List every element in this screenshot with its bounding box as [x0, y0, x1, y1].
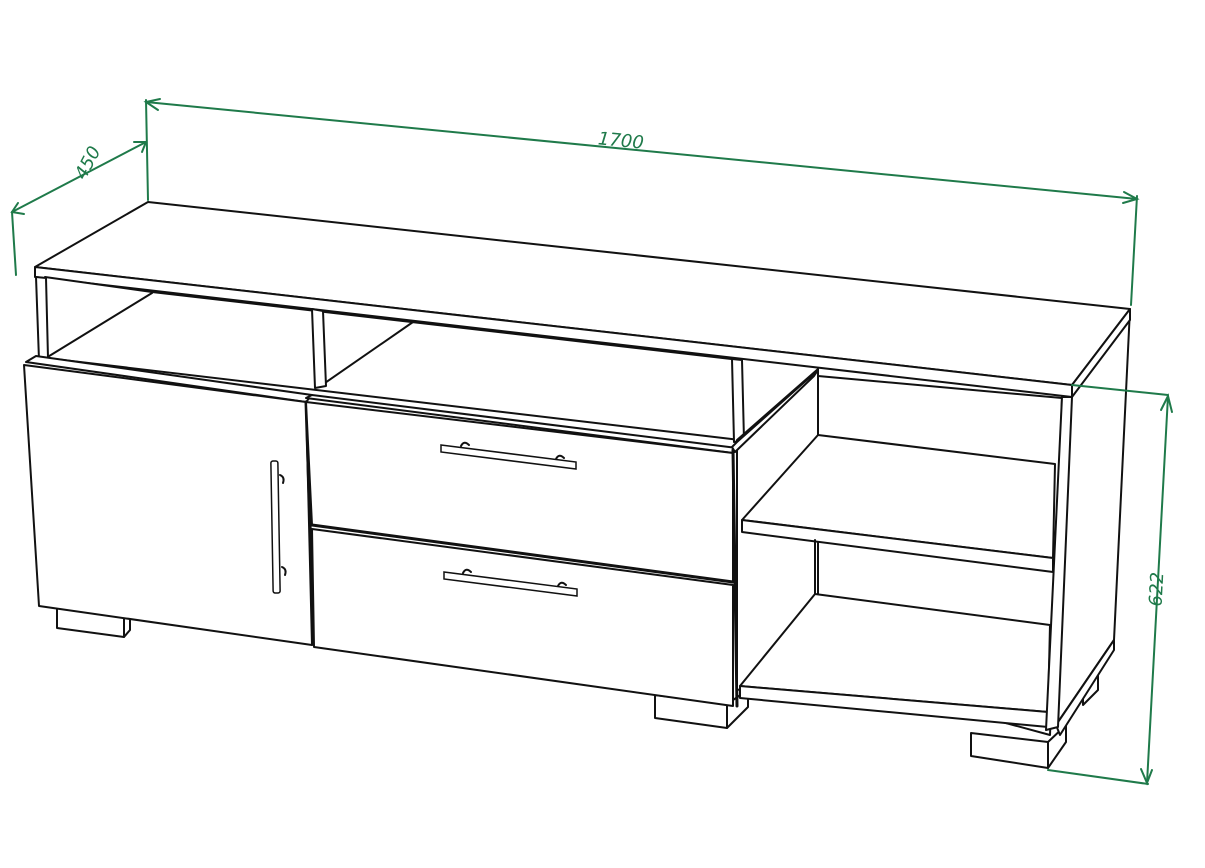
door-handle-icon[interactable] — [270, 460, 281, 594]
handle-mount — [557, 581, 567, 587]
niche-floor-edge-mid — [321, 321, 414, 386]
width-extension-right — [1130, 195, 1138, 306]
depth-dimension-line — [11, 141, 147, 213]
inner-partition-edge — [731, 369, 819, 453]
height-extension-top — [1071, 384, 1169, 396]
drawer-divider — [310, 523, 735, 584]
arrow-left-icon — [143, 98, 161, 111]
niche-post-middle — [311, 308, 327, 389]
left-door — [23, 355, 316, 647]
niche-post-left — [35, 276, 49, 361]
arrow-depth-end-icon — [133, 141, 148, 153]
height-extension-bottom — [1047, 769, 1149, 785]
height-label: 622 — [1146, 572, 1169, 607]
arrow-up-icon — [1160, 393, 1173, 413]
handle-mount — [462, 568, 472, 574]
height-dimension-line — [1146, 395, 1169, 784]
top-side-edge — [1071, 308, 1131, 398]
width-label: 1700 — [597, 128, 645, 153]
door-handle-mount-top — [279, 474, 285, 484]
drawer-lower-handle-icon[interactable] — [443, 571, 578, 597]
depth-label: 450 — [71, 143, 106, 183]
right-panel-front-edge — [1045, 396, 1073, 731]
arrow-down-icon — [1140, 768, 1153, 786]
arrow-depth-start-icon — [10, 202, 25, 215]
door-handle-mount-bottom — [281, 566, 287, 576]
drawer-lower-front[interactable] — [311, 528, 734, 707]
niche-post-right — [731, 358, 745, 443]
width-dimension-line — [145, 101, 1138, 200]
right-side-bottom-edge — [1055, 639, 1115, 736]
open-shelving — [731, 368, 1073, 736]
drawers — [305, 394, 739, 708]
arrow-right-icon — [1122, 191, 1140, 204]
width-extension-left — [145, 99, 149, 201]
niche-floor-edge-left — [45, 292, 153, 359]
door-front — [23, 364, 313, 646]
handle-mount — [460, 441, 470, 447]
drawer-upper-handle-icon[interactable] — [440, 444, 577, 470]
foot-front-right — [970, 732, 1049, 769]
depth-extension-left — [11, 211, 17, 276]
handle-mount — [555, 454, 565, 460]
